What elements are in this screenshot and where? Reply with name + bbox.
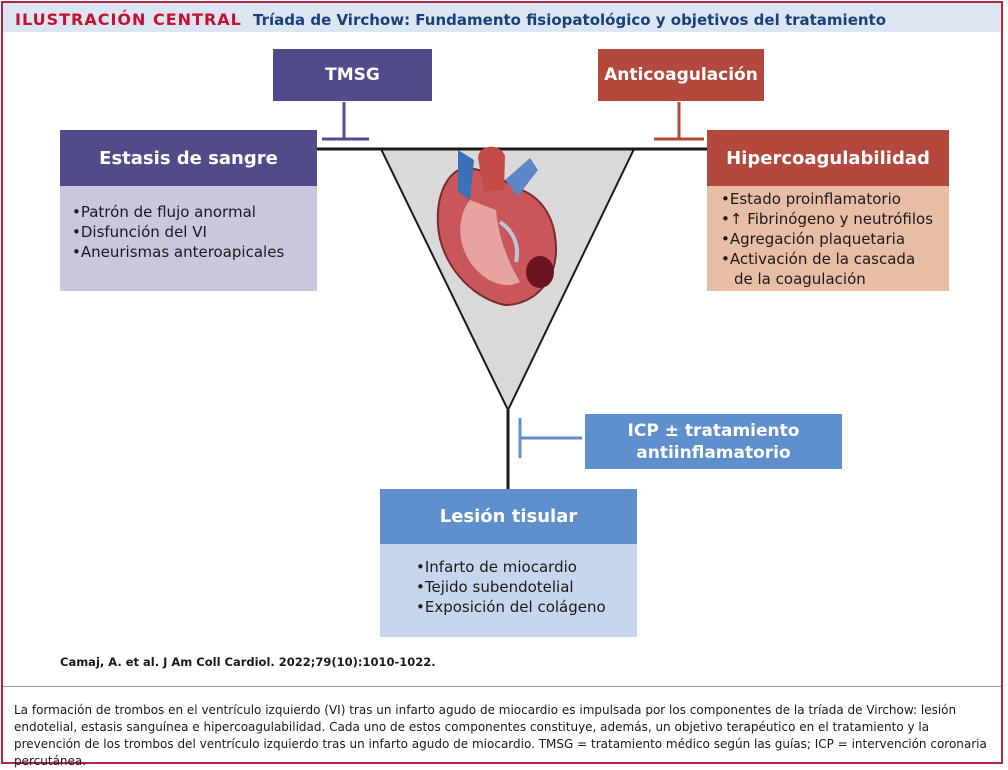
hipercoag-item: Estado proinflamatorio — [721, 189, 949, 209]
tmsg-label: TMSG — [325, 65, 380, 85]
icp-label-line2: antiinflamatorio — [636, 442, 791, 463]
estasis-body: Patrón de flujo anormal Disfunción del V… — [60, 186, 317, 291]
tmsg-inhibitor-symbol — [322, 102, 369, 141]
header-tag: ILUSTRACIÓN CENTRAL — [15, 10, 242, 29]
figure-caption: La formación de trombos en el ventrículo… — [14, 703, 987, 768]
hipercoag-title: Hipercoagulabilidad — [726, 147, 930, 169]
icp-inhibitor-symbol — [518, 418, 582, 458]
estasis-item: Aneurismas anteroapicales — [72, 242, 317, 262]
icp-label-line1: ICP ± tratamiento — [627, 420, 800, 441]
estasis-title: Estasis de sangre — [99, 147, 278, 169]
icp-box: ICP ± tratamiento antiinflamatorio — [585, 414, 842, 469]
lesion-item: Tejido subendotelial — [416, 577, 637, 597]
lesion-item: Infarto de miocardio — [416, 557, 637, 577]
header-title: Tríada de Virchow: Fundamento fisiopatol… — [253, 11, 887, 29]
hipercoag-body: Estado proinflamatorio ↑ Fibrinógeno y n… — [707, 186, 949, 291]
heart-icon — [436, 146, 558, 307]
estasis-item: Patrón de flujo anormal — [72, 202, 317, 222]
hipercoag-item: Activación de la cascada — [721, 249, 949, 269]
hipercoag-item: Agregación plaquetaria — [721, 229, 949, 249]
citation: Camaj, A. et al. J Am Coll Cardiol. 2022… — [60, 655, 436, 669]
caption-divider — [3, 686, 1001, 687]
anticoagulation-box: Anticoagulación — [598, 49, 764, 101]
lesion-item: Exposición del colágeno — [416, 597, 637, 617]
estasis-item: Disfunción del VI — [72, 222, 317, 242]
hipercoag-item: ↑ Fibrinógeno y neutrófilos — [721, 209, 949, 229]
virchow-triad-diagram — [316, 102, 708, 490]
tmsg-box: TMSG — [273, 49, 432, 101]
lesion-title-box: Lesión tisular — [380, 489, 637, 544]
anticoag-inhibitor-symbol — [654, 102, 704, 141]
lesion-body: Infarto de miocardio Tejido subendotelia… — [380, 544, 637, 637]
header-bar: ILUSTRACIÓN CENTRAL Tríada de Virchow: F… — [3, 3, 1001, 32]
hipercoag-title-box: Hipercoagulabilidad — [707, 130, 949, 186]
anticoagulation-label: Anticoagulación — [604, 65, 758, 85]
estasis-title-box: Estasis de sangre — [60, 130, 317, 186]
hipercoag-item-continued: de la coagulación — [734, 270, 866, 288]
lesion-title: Lesión tisular — [439, 506, 578, 527]
